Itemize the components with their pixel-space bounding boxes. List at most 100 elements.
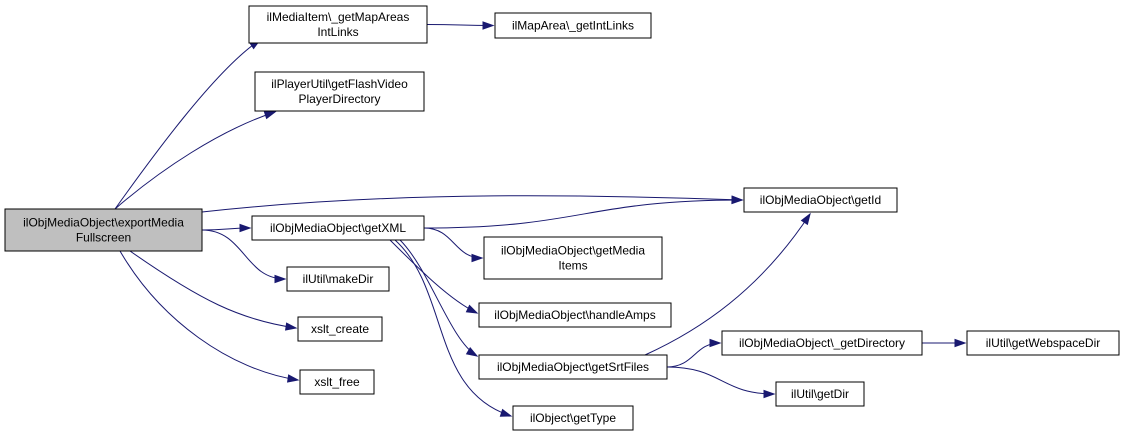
- node-label: ilObjMediaObject\handleAmps: [494, 308, 655, 322]
- arrowhead: [763, 389, 776, 399]
- edge-getXML-to-srtFiles: [399, 239, 479, 357]
- edge-line: [389, 239, 478, 314]
- edge-root-to-flashDir: [114, 111, 277, 210]
- edge-line: [394, 239, 512, 417]
- node-box: [775, 381, 865, 407]
- edge-line: [201, 195, 743, 213]
- node-label: ilPlayerUtil\getFlashVideo: [271, 77, 408, 91]
- node-getType[interactable]: ilObject\getType: [512, 405, 634, 431]
- arrowhead: [709, 338, 722, 348]
- edge-root-to-xsltFree: [119, 250, 300, 383]
- node-handleAmps[interactable]: ilObjMediaObject\handleAmps: [478, 302, 672, 328]
- node-srtFiles[interactable]: ilObjMediaObject\getSrtFiles: [478, 354, 668, 380]
- arrowhead: [465, 304, 479, 314]
- node-label: ilMapArea\_getIntLinks: [512, 19, 634, 33]
- node-intLinks[interactable]: ilMapArea\_getIntLinks: [494, 12, 652, 39]
- node-label: ilMediaItem\_getMapAreas: [267, 10, 410, 24]
- node-box: [743, 187, 898, 213]
- arrowhead: [286, 374, 300, 383]
- edge-getXML-to-mediaItems: [423, 227, 484, 263]
- arrowhead: [465, 347, 479, 357]
- node-box: [248, 5, 428, 44]
- edge-directory-to-webspace: [922, 338, 967, 348]
- node-box: [966, 330, 1120, 356]
- node-label: xslt_create: [311, 322, 369, 336]
- node-getId[interactable]: ilObjMediaObject\getId: [743, 187, 898, 213]
- arrowhead: [482, 21, 495, 30]
- edge-getXML-to-getType: [394, 239, 513, 417]
- edge-getXML-to-handleAmps: [389, 239, 479, 314]
- arrowhead: [239, 223, 252, 233]
- node-label: ilObjMediaObject\getXML: [270, 221, 406, 235]
- edge-root-to-makeDir: [201, 229, 287, 284]
- edge-root-to-xsltCreate: [129, 250, 298, 331]
- node-label: ilObjMediaObject\getId: [760, 193, 881, 207]
- edge-srtFiles-to-getId: [644, 212, 811, 356]
- arrowhead: [499, 408, 513, 417]
- node-box: [483, 236, 663, 280]
- node-label: ilObjMediaObject\getMedia: [501, 244, 645, 258]
- node-label: Fullscreen: [76, 231, 131, 245]
- node-makeDir[interactable]: ilUtil\makeDir: [286, 266, 390, 292]
- node-webspace[interactable]: ilUtil\getWebspaceDir: [966, 330, 1120, 356]
- node-box: [478, 354, 668, 380]
- node-getXML[interactable]: ilObjMediaObject\getXML: [251, 215, 425, 241]
- node-label: ilUtil\getWebspaceDir: [986, 336, 1101, 350]
- node-box: [512, 405, 634, 431]
- node-xsltFree[interactable]: xslt_free: [299, 369, 375, 395]
- arrowhead: [731, 195, 744, 205]
- node-label: ilObject\getType: [530, 411, 616, 425]
- node-box: [721, 330, 923, 356]
- node-label: Items: [558, 259, 587, 273]
- edge-getXML-to-getId: [423, 195, 744, 229]
- edge-line: [129, 250, 297, 329]
- edge-line: [644, 213, 811, 356]
- node-label: xslt_free: [314, 375, 360, 389]
- edge-srtFiles-to-getDir: [666, 366, 776, 399]
- node-box: [286, 266, 390, 292]
- node-flashDir[interactable]: ilPlayerUtil\getFlashVideoPlayerDirector…: [254, 71, 425, 112]
- edge-line: [119, 250, 299, 381]
- arrowhead: [285, 322, 298, 331]
- edge-srtFiles-to-directory: [666, 338, 722, 368]
- node-box: [251, 215, 425, 241]
- nodes-layer: ilObjMediaObject\exportMediaFullscreenil…: [4, 5, 1120, 431]
- edge-line: [114, 39, 261, 210]
- edge-line: [201, 229, 286, 280]
- node-box: [254, 71, 425, 112]
- edge-mapAreas-to-intLinks: [426, 21, 495, 30]
- edge-line: [666, 342, 721, 368]
- edge-line: [423, 199, 743, 229]
- node-xsltCreate[interactable]: xslt_create: [297, 316, 383, 342]
- edges-layer: [114, 21, 967, 417]
- edge-line: [399, 239, 478, 357]
- node-box: [494, 12, 652, 39]
- node-label: PlayerDirectory: [298, 92, 380, 106]
- node-box: [297, 316, 383, 342]
- node-box: [4, 208, 203, 252]
- edge-root-to-mapAreas: [114, 39, 262, 210]
- edge-line: [666, 366, 775, 395]
- node-label: ilObjMediaObject\exportMedia: [23, 216, 184, 230]
- edge-line: [114, 111, 276, 210]
- arrowhead: [954, 338, 967, 348]
- edge-line: [423, 227, 483, 259]
- node-directory[interactable]: ilObjMediaObject\_getDirectory: [721, 330, 923, 356]
- node-label: ilObjMediaObject\_getDirectory: [739, 336, 905, 350]
- node-box: [299, 369, 375, 395]
- arrowhead: [274, 274, 287, 284]
- node-label: ilUtil\getDir: [791, 387, 849, 401]
- node-getDir[interactable]: ilUtil\getDir: [775, 381, 865, 407]
- node-label: IntLinks: [317, 25, 358, 39]
- edge-root-to-getId: [201, 195, 744, 213]
- arrowhead: [800, 212, 811, 226]
- arrowhead: [471, 253, 484, 263]
- node-label: ilObjMediaObject\getSrtFiles: [497, 360, 649, 374]
- node-label: ilUtil\makeDir: [303, 272, 374, 286]
- arrowhead: [263, 111, 277, 120]
- node-box: [478, 302, 672, 328]
